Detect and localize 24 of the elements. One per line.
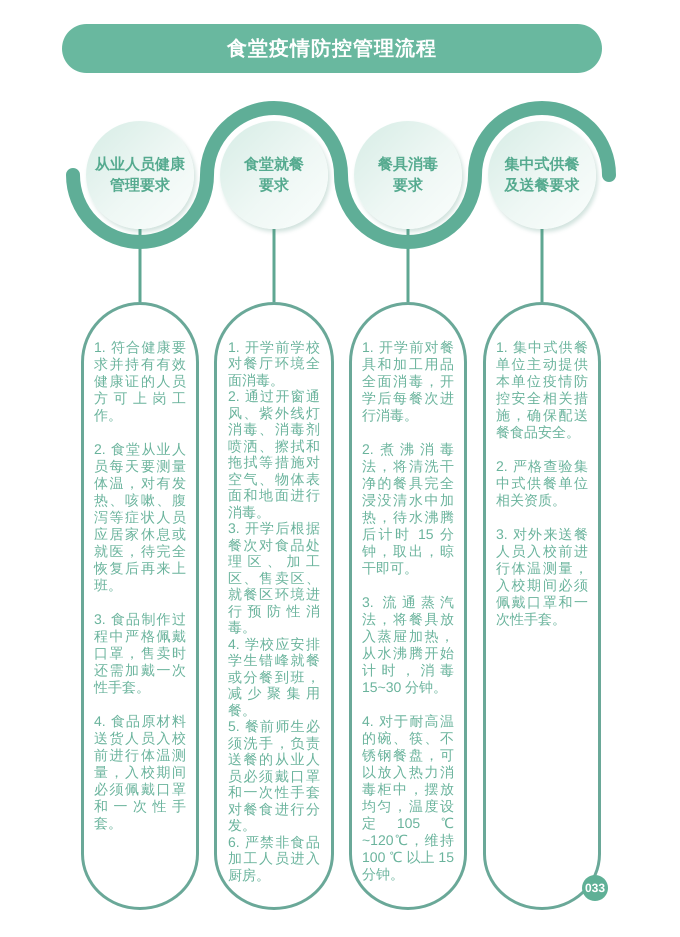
- numbered-paragraph: 5. 餐前师生必须洗手，负责送餐的从业人员必须戴口罩和一次性手套对餐食进行分发。: [228, 718, 320, 834]
- heading-circle: 集中式供餐及送餐要求: [488, 121, 596, 229]
- heading-circle: 餐具消毒要求: [354, 121, 462, 229]
- numbered-paragraph: 3. 食品制作过程中严格佩戴口罩，售卖时还需加戴一次性手套。: [94, 610, 186, 696]
- numbered-paragraph: 2.煮沸消毒法，将清洗干净的餐具完全浸没清水中加热，待水沸腾后计时 15 分钟，取出，晾干即可。: [362, 440, 454, 576]
- page-number-badge: 033: [582, 875, 608, 901]
- numbered-paragraph: 2. 严格查验集中式供餐单位相关资质。: [496, 458, 588, 508]
- numbered-paragraph: 1. 符合健康要求并持有有效健康证的人员方可上岗工作。: [94, 338, 186, 424]
- connector-line: [272, 229, 276, 302]
- title-banner: 食堂疫情防控管理流程: [62, 24, 602, 73]
- heading-circle: 食堂就餐要求: [220, 121, 328, 229]
- numbered-paragraph: 3. 流通蒸汽法，将餐具放入蒸屉加热，从水沸腾开始计时，消毒15~30 分钟。: [362, 594, 454, 696]
- numbered-paragraph: 6. 严禁非食品加工人员进入厨房。: [228, 834, 320, 883]
- numbered-paragraph: 2. 食堂从业人员每天要测量体温，对有发热、咳嗽、腹泻等症状人员应居家休息或就医，待完全恢复后再来上班。: [94, 440, 186, 594]
- heading-circle: 从业人员健康管理要求: [86, 121, 194, 229]
- numbered-paragraph: 1. 集中式供餐单位主动提供本单位疫情防控安全相关措施，确保配送餐食品安全。: [496, 338, 588, 440]
- numbered-paragraph: 2. 通过开窗通风、紫外线灯消毒、消毒剂喷洒、擦拭和拖拭等措施对空气、物体表面和地面进行消毒。: [228, 388, 320, 520]
- numbered-paragraph: 3. 对外来送餐人员入校前进行体温测量，入校期间必须佩戴口罩和一次性手套。: [496, 526, 588, 628]
- numbered-paragraph: 3. 开学后根据餐次对食品处理区、加工区、售卖区、就餐区环境进行预防性消毒。: [228, 520, 320, 636]
- numbered-paragraph: 4. 食品原材料送货人员入校前进行体温测量，入校期间必须佩戴口罩和一次性手套。: [94, 712, 186, 832]
- numbered-paragraph: 1. 开学前学校对餐厅环境全面消毒。: [228, 338, 320, 388]
- numbered-paragraph: 4. 学校应安排学生错峰就餐或分餐到班，减少聚集用餐。: [228, 636, 320, 718]
- connector-line: [540, 229, 544, 302]
- numbered-paragraph: 1. 开学前对餐具和加工用品全面消毒，开学后每餐次进行消毒。: [362, 338, 454, 424]
